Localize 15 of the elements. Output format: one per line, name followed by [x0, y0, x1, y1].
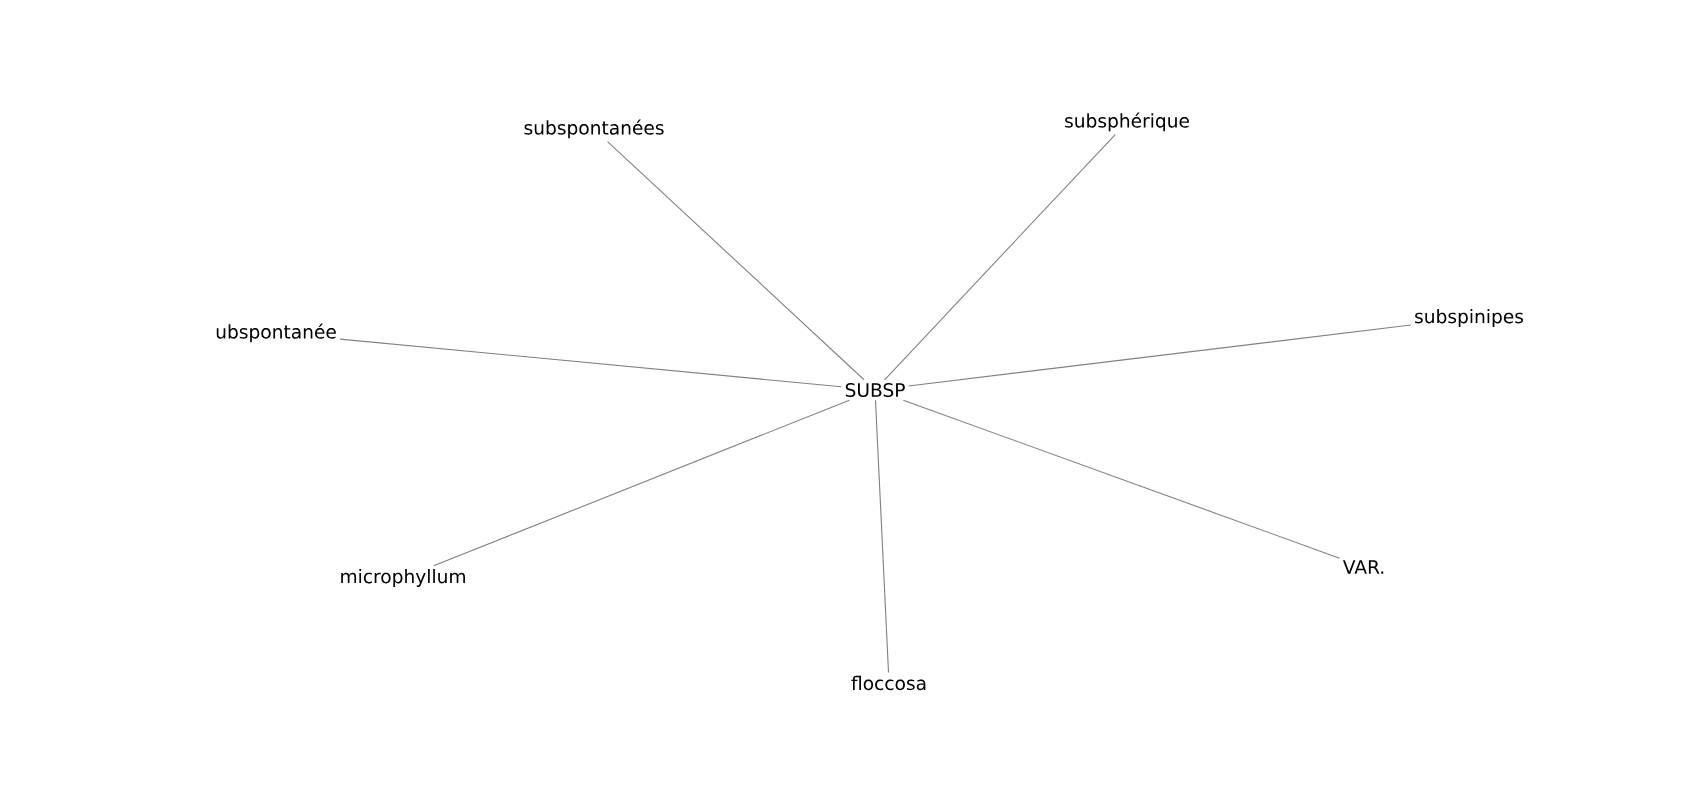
word-label: subspinipes	[1415, 309, 1524, 327]
connector-line	[902, 399, 1341, 559]
connector-line	[433, 399, 850, 567]
word-label: subsphérique	[1065, 112, 1189, 132]
word-label: SUBSP	[845, 382, 905, 397]
connector-line	[884, 134, 1116, 381]
word-label: subspontanées	[524, 119, 664, 139]
word-label: microphyllum	[341, 569, 465, 587]
connector-line	[607, 141, 865, 381]
word-label: VAR.	[1342, 560, 1384, 574]
connector-line	[908, 324, 1412, 387]
word-label: floccosa	[851, 675, 926, 691]
connector-line	[339, 338, 842, 388]
word-label: ubspontanée	[216, 323, 336, 343]
connector-line	[874, 399, 890, 674]
